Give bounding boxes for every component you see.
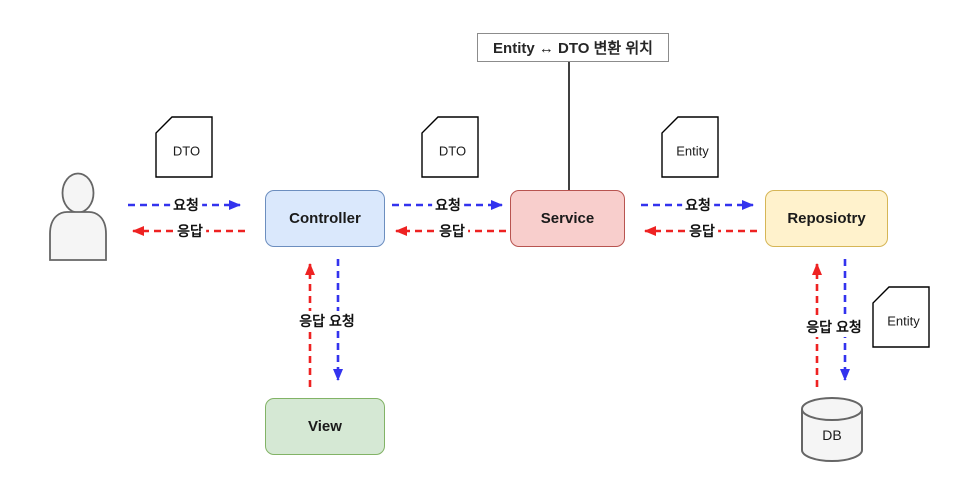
response-label: 응답 (686, 221, 718, 241)
doc-label: Entity (676, 143, 709, 159)
request-label: 요청 (682, 195, 714, 215)
request-label: 요청 (432, 195, 464, 215)
controller-node: Controller (265, 190, 385, 247)
entity-document-icon: Entity (661, 116, 719, 178)
db-label: DB (822, 427, 842, 444)
response-request-label: 응답 요청 (296, 311, 358, 331)
dto-document-icon: DTO (421, 116, 479, 178)
response-label: 응답 (174, 221, 206, 241)
annotation-title: Entity ↔ DTO 변환 위치 (477, 33, 669, 62)
request-label: 요청 (170, 195, 202, 215)
response-label: 응답 (436, 221, 468, 241)
service-node: Service (510, 190, 625, 247)
repository-node: Reposiotry (765, 190, 888, 247)
view-node: View (265, 398, 385, 455)
entity-document-icon: Entity (872, 286, 930, 348)
user-actor-icon (49, 172, 107, 261)
dto-document-icon: DTO (155, 116, 213, 178)
doc-label: Entity (887, 313, 920, 329)
db-node: DB (800, 396, 864, 464)
doc-label: DTO (438, 143, 467, 159)
doc-label: DTO (172, 143, 201, 159)
response-request-label: 응답 요청 (803, 317, 865, 337)
